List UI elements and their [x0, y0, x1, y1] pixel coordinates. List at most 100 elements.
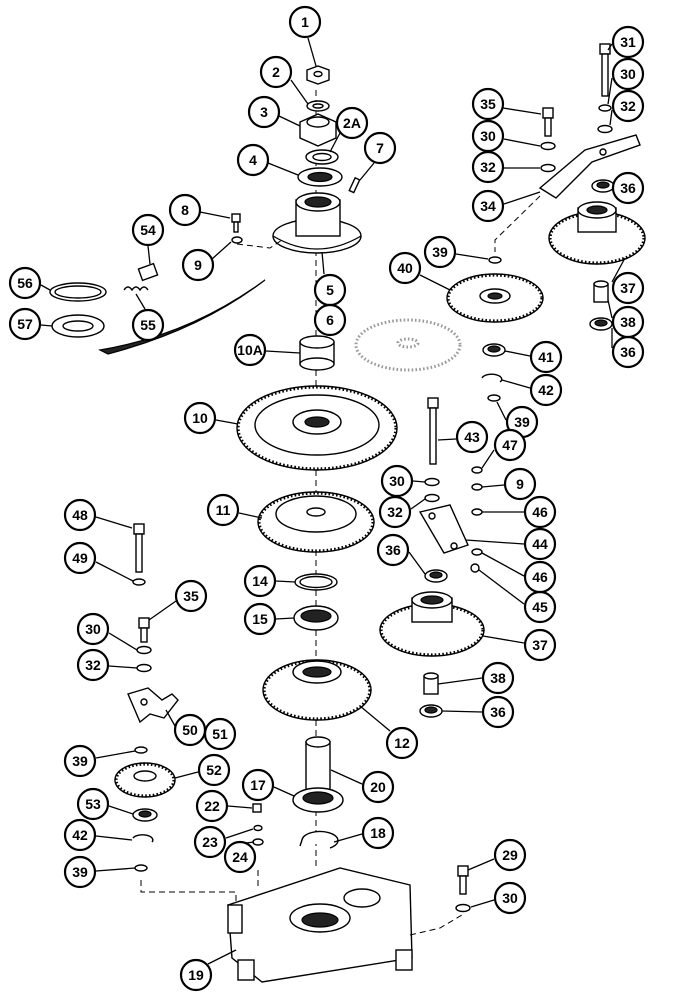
- callout-label: 56: [17, 275, 33, 291]
- callout-c35b: 35: [174, 579, 208, 613]
- ring-56-inner: [54, 285, 102, 299]
- callout-label: 31: [620, 34, 636, 50]
- callout-label: 35: [183, 588, 199, 604]
- hex-nut-top: [306, 116, 330, 128]
- callout-label: 51: [212, 726, 228, 742]
- leader-36d: [441, 710, 483, 713]
- callout-c23: 23: [193, 825, 227, 859]
- leader-14: [275, 580, 296, 583]
- callout-c30c: 30: [380, 464, 414, 498]
- callout-label: 8: [181, 202, 189, 218]
- washer-30e: [455, 903, 471, 913]
- callout-circle: [611, 271, 645, 305]
- callout-circle: [388, 251, 422, 285]
- leader-19: [207, 949, 237, 965]
- callout-label: 3: [260, 104, 268, 120]
- callout-c2: 2: [259, 55, 293, 89]
- callout-circle: [493, 838, 527, 872]
- gear-40-bore: [487, 292, 503, 300]
- leader-39b: [496, 401, 507, 421]
- callout-circle: [76, 787, 110, 821]
- base-plate-leader-29: [409, 914, 463, 936]
- callout-label: 18: [370, 825, 386, 841]
- hub-bottom-edge: [272, 235, 362, 250]
- shaft-part-20: [305, 741, 331, 793]
- callout-label: 9: [194, 257, 202, 273]
- callout-circle: [206, 493, 240, 527]
- leader-2a: [329, 132, 341, 153]
- callout-c12: 12: [385, 726, 419, 760]
- leader-15: [275, 617, 295, 620]
- screw-part-22: [252, 803, 262, 813]
- callout-circle: [63, 541, 97, 575]
- callout-circle: [523, 560, 557, 594]
- bolt-29-shank: [459, 875, 467, 895]
- callout-c57: 57: [8, 307, 42, 341]
- leader-49: [95, 561, 134, 582]
- callout-circle: [63, 855, 97, 889]
- callout-label: 50: [182, 722, 198, 738]
- callout-label: 30: [389, 473, 405, 489]
- bolt-part-48: [133, 523, 145, 535]
- callout-label: 37: [620, 280, 636, 296]
- callout-c38a: 38: [611, 305, 645, 339]
- callout-label: 38: [490, 670, 506, 686]
- snap-ring-part-18: [299, 830, 339, 849]
- callout-c10: 10: [183, 401, 217, 435]
- callout-circle: [611, 89, 645, 123]
- callout-c41: 41: [529, 340, 563, 374]
- bolt-part-35a: [542, 107, 554, 119]
- callout-circle: [611, 25, 645, 59]
- hub-bore: [304, 196, 332, 208]
- callout-c8: 8: [168, 193, 202, 227]
- callout-label: 29: [502, 847, 518, 863]
- leader-8: [199, 211, 231, 219]
- callout-label: 1: [301, 14, 309, 30]
- callout-label: 36: [490, 704, 506, 720]
- callout-c39c: 39: [63, 744, 97, 778]
- leader-40: [419, 274, 451, 291]
- callout-circle: [223, 840, 257, 874]
- bolt-31-shank: [601, 53, 609, 97]
- leader-44: [465, 539, 525, 545]
- callout-label: 36: [620, 180, 636, 196]
- callout-label: 40: [397, 260, 413, 276]
- callout-c39a: 39: [423, 235, 457, 269]
- callout-c5: 5: [313, 273, 347, 307]
- callout-c42a: 42: [529, 373, 563, 407]
- bracket-50-hole: [140, 698, 148, 706]
- callout-circle: [259, 55, 293, 89]
- callout-circle: [203, 717, 237, 751]
- callout-circle: [335, 106, 369, 140]
- clutch-plate-bore: [306, 507, 326, 517]
- bolt-35b-shank: [140, 627, 148, 643]
- leader-12: [359, 705, 391, 732]
- bearing-36a-race: [596, 181, 610, 189]
- leader-7: [359, 162, 375, 181]
- callout-c30b: 30: [471, 119, 505, 153]
- callout-circle: [493, 881, 527, 915]
- callout-circle: [423, 235, 457, 269]
- leader-53: [108, 805, 134, 815]
- callout-c36c: 36: [376, 533, 410, 567]
- screw-8-shank: [233, 221, 239, 233]
- bolt-43-shank: [429, 407, 437, 465]
- callout-c48: 48: [63, 498, 97, 532]
- callout-label: 38: [620, 314, 636, 330]
- gear-37b-bore: [420, 595, 444, 605]
- bracket-44-assembly: [379, 397, 485, 718]
- leader-38b: [437, 677, 483, 685]
- callout-label: 20: [370, 779, 386, 795]
- callout-c34: 34: [471, 189, 505, 223]
- callout-c38b: 38: [481, 661, 515, 695]
- leader-20: [330, 769, 363, 785]
- leader-10a: [265, 350, 301, 354]
- center-stack: [236, 65, 398, 870]
- callout-label: 48: [72, 507, 88, 523]
- callout-circle: [611, 57, 645, 91]
- callout-label: 32: [480, 159, 496, 175]
- callout-circle: [243, 564, 277, 598]
- washer-30a: [598, 104, 612, 112]
- callout-c11: 11: [206, 493, 240, 527]
- callout-circle: [471, 87, 505, 121]
